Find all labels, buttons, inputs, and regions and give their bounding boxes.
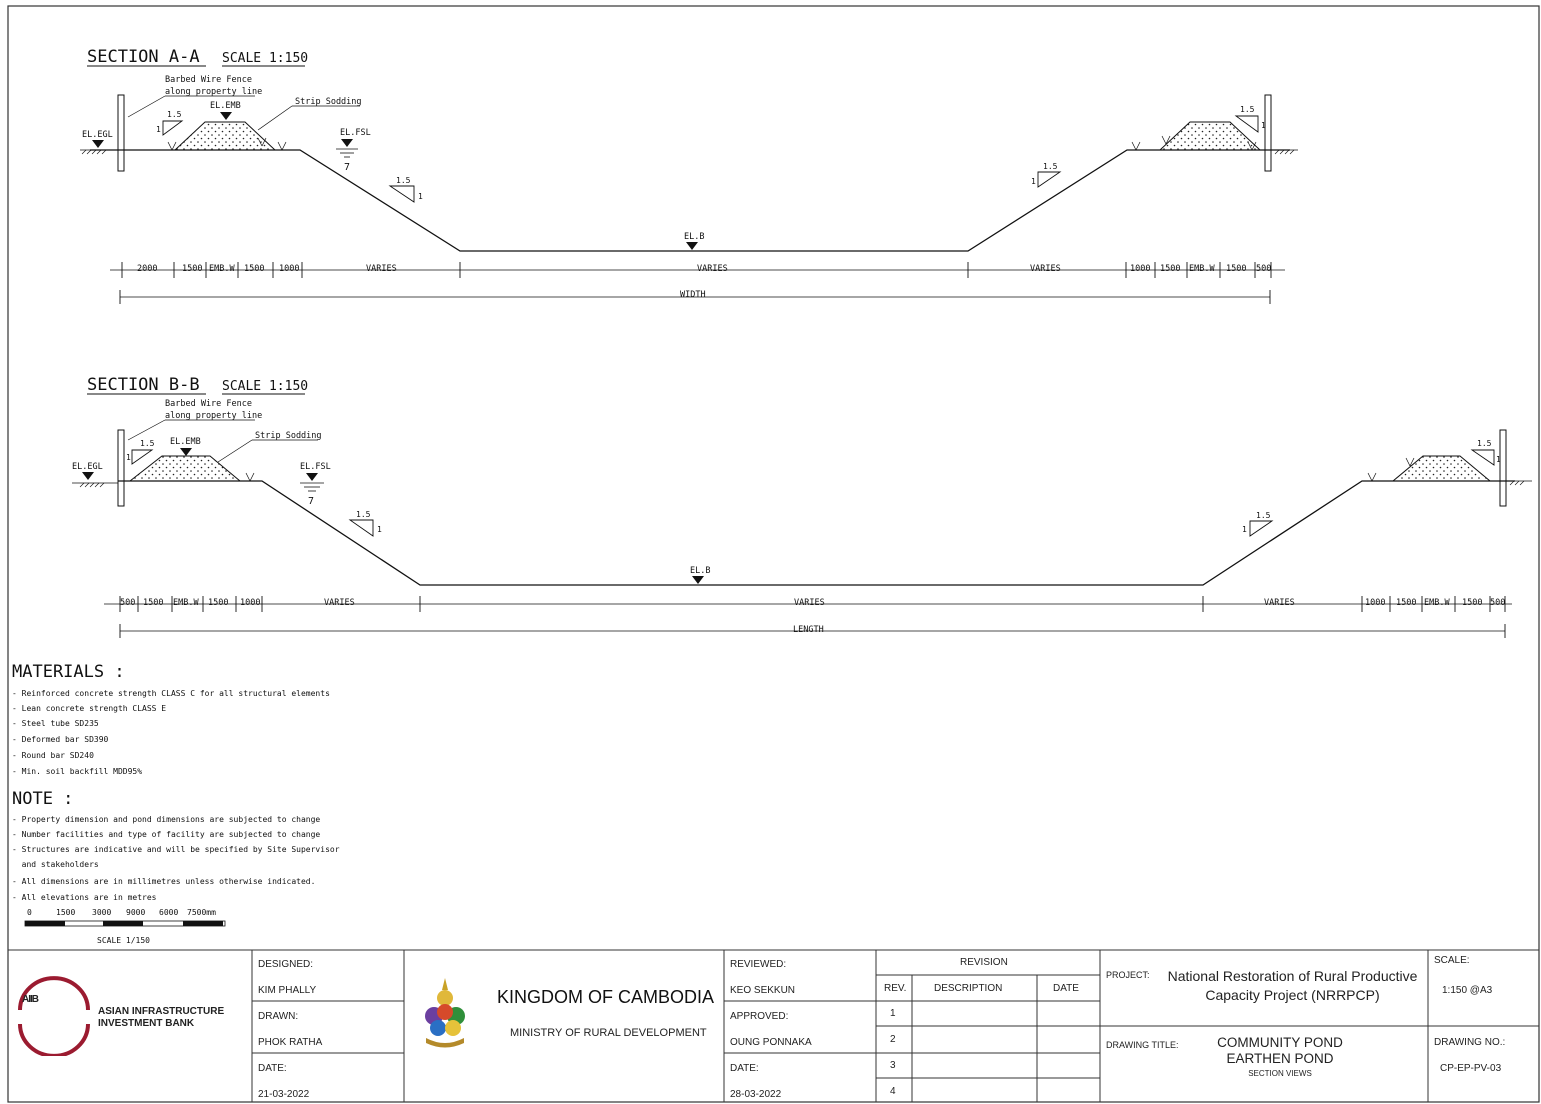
svg-text:1000: 1000 xyxy=(240,598,260,608)
section-a-title: SECTION A-A xyxy=(87,47,200,67)
svg-text:EL.EGL: EL.EGL xyxy=(72,462,103,472)
material-item: - Min. soil backfill MDD95% xyxy=(12,767,142,776)
svg-text:1.5: 1.5 xyxy=(1240,105,1255,114)
section-b-scale: SCALE 1:150 xyxy=(222,379,308,394)
scale-bar-caption: SCALE 1/150 xyxy=(97,936,150,945)
svg-text:Barbed Wire Fence: Barbed Wire Fence xyxy=(165,399,252,409)
svg-text:VARIES: VARIES xyxy=(794,598,825,608)
note-item: and stakeholders xyxy=(12,860,99,869)
svg-text:1500: 1500 xyxy=(1462,598,1482,608)
fence-label-line2: along property line xyxy=(165,87,262,97)
note-item: - Structures are indicative and will be … xyxy=(12,845,340,854)
svg-text:Strip Sodding: Strip Sodding xyxy=(255,431,322,441)
svg-text:EL.EMB: EL.EMB xyxy=(170,437,201,447)
svg-text:9000: 9000 xyxy=(126,908,145,917)
svg-text:1500: 1500 xyxy=(244,264,264,274)
svg-text:VARIES: VARIES xyxy=(697,264,728,274)
section-a-a: SECTION A-A SCALE 1:150 Barbed Wire Fenc… xyxy=(80,47,1298,304)
svg-text:VARIES: VARIES xyxy=(366,264,397,274)
svg-text:1500: 1500 xyxy=(1160,264,1180,274)
section-b-b: SECTION B-B SCALE 1:150 Barbed Wire Fenc… xyxy=(72,375,1532,638)
material-item: - Steel tube SD235 xyxy=(12,719,99,728)
svg-text:1500: 1500 xyxy=(1396,598,1416,608)
svg-text:6000: 6000 xyxy=(159,908,178,917)
svg-text:1.5: 1.5 xyxy=(1256,511,1271,520)
svg-text:0: 0 xyxy=(27,908,32,917)
svg-text:1000: 1000 xyxy=(279,264,299,274)
note-item: - Property dimension and pond dimensions… xyxy=(12,815,320,824)
svg-text:EL.FSL: EL.FSL xyxy=(300,462,331,472)
svg-text:EMB.W: EMB.W xyxy=(1189,264,1215,274)
section-a-scale: SCALE 1:150 xyxy=(222,51,308,66)
svg-text:1: 1 xyxy=(1496,455,1501,464)
svg-text:1: 1 xyxy=(156,125,161,134)
title-block-frame xyxy=(8,949,1539,1102)
scale-bar: 0 1500 3000 9000 6000 7500mm SCALE 1/150 xyxy=(24,908,226,945)
material-item: - Lean concrete strength CLASS E xyxy=(12,704,166,713)
svg-text:1: 1 xyxy=(377,525,382,534)
svg-text:EMB.W: EMB.W xyxy=(209,264,235,274)
fence-label-line1: Barbed Wire Fence xyxy=(165,75,252,85)
note-item: - All dimensions are in millimetres unle… xyxy=(12,877,315,886)
svg-text:EL.B: EL.B xyxy=(690,566,710,576)
svg-text:1.5: 1.5 xyxy=(167,110,182,119)
sheet-border xyxy=(7,5,1540,1103)
note-heading: NOTE : xyxy=(12,789,73,809)
el-fsl-label: EL.FSL xyxy=(340,128,371,138)
svg-text:VARIES: VARIES xyxy=(1030,264,1061,274)
svg-text:1500: 1500 xyxy=(182,264,202,274)
materials-heading: MATERIALS : xyxy=(12,662,125,682)
svg-text:1500: 1500 xyxy=(208,598,228,608)
svg-text:1500: 1500 xyxy=(143,598,163,608)
svg-text:2000: 2000 xyxy=(137,264,157,274)
svg-text:1.5: 1.5 xyxy=(1477,439,1492,448)
strip-sodding-label: Strip Sodding xyxy=(295,97,362,107)
svg-text:1.5: 1.5 xyxy=(396,176,411,185)
svg-text:VARIES: VARIES xyxy=(324,598,355,608)
svg-text:1.5: 1.5 xyxy=(140,439,155,448)
overall-width-label: WIDTH xyxy=(680,290,706,300)
svg-text:EMB.W: EMB.W xyxy=(1424,598,1450,608)
svg-text:1: 1 xyxy=(1261,121,1266,130)
svg-text:1.5: 1.5 xyxy=(356,510,371,519)
note-item: - All elevations are in metres xyxy=(12,893,157,902)
svg-text:1000: 1000 xyxy=(1130,264,1150,274)
svg-text:1: 1 xyxy=(1031,177,1036,186)
svg-text:VARIES: VARIES xyxy=(1264,598,1295,608)
svg-text:EMB.W: EMB.W xyxy=(173,598,199,608)
svg-text:1: 1 xyxy=(418,192,423,201)
svg-text:7500mm: 7500mm xyxy=(187,908,216,917)
svg-text:7: 7 xyxy=(308,496,314,507)
notes-block: MATERIALS : - Reinforced concrete streng… xyxy=(12,662,340,945)
svg-text:1500: 1500 xyxy=(56,908,75,917)
svg-text:1.5: 1.5 xyxy=(1043,162,1058,171)
el-b-label: EL.B xyxy=(684,232,704,242)
material-item: - Reinforced concrete strength CLASS C f… xyxy=(12,689,330,698)
svg-text:along property line: along property line xyxy=(165,411,262,421)
overall-length-label: LENGTH xyxy=(793,625,824,635)
svg-text:500: 500 xyxy=(1490,598,1505,608)
svg-text:1500: 1500 xyxy=(1226,264,1246,274)
section-b-title: SECTION B-B xyxy=(87,375,200,395)
svg-text:500: 500 xyxy=(1256,264,1271,274)
el-emb-label: EL.EMB xyxy=(210,101,241,111)
svg-text:7: 7 xyxy=(344,162,350,173)
material-item: - Round bar SD240 xyxy=(12,751,94,760)
svg-text:3000: 3000 xyxy=(92,908,111,917)
svg-text:1: 1 xyxy=(1242,525,1247,534)
el-egl-label: EL.EGL xyxy=(82,130,113,140)
note-item: - Number facilities and type of facility… xyxy=(12,830,320,839)
svg-text:500: 500 xyxy=(120,598,135,608)
svg-text:1: 1 xyxy=(126,453,131,462)
svg-text:1000: 1000 xyxy=(1365,598,1385,608)
material-item: - Deformed bar SD390 xyxy=(12,735,109,744)
